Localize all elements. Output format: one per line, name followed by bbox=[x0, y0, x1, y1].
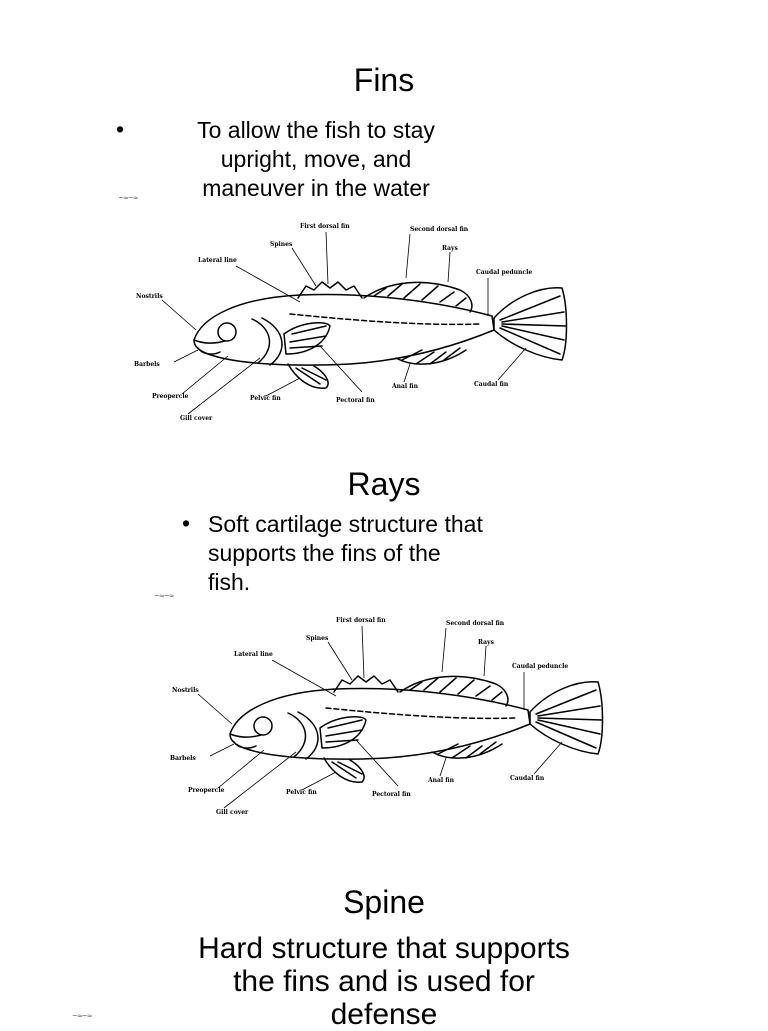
label-caudal-fin: Caudal fin bbox=[510, 775, 545, 782]
label-pectoral-fin: Pectoral fin bbox=[372, 791, 411, 798]
fins-title: Fins bbox=[353, 62, 415, 98]
rays-bullet: Soft cartilage structure that supports t… bbox=[208, 510, 568, 597]
label-anal-fin: Anal fin bbox=[427, 777, 455, 784]
fish-anatomy-svg: First dorsal fin Spines Lateral line Sec… bbox=[134, 223, 568, 422]
label-caudal-peduncle: Caudal peduncle bbox=[512, 663, 568, 670]
label-preopercle: Preopercle bbox=[152, 393, 189, 400]
fish-diagram-2: First dorsal fin Spines Lateral line Sec… bbox=[166, 612, 616, 827]
label-gill-cover: Gill cover bbox=[216, 809, 249, 816]
label-gill-cover: Gill cover bbox=[180, 415, 213, 422]
fins-bullet-line-2: upright, move, and bbox=[220, 146, 412, 172]
label-first-dorsal-fin: First dorsal fin bbox=[300, 223, 350, 230]
label-second-dorsal-fin: Second dorsal fin bbox=[410, 226, 469, 233]
label-nostrils: Nostrils bbox=[172, 687, 199, 694]
label-spines: Spines bbox=[306, 635, 329, 642]
label-rays: Rays bbox=[478, 639, 494, 646]
label-preopercle: Preopercle bbox=[188, 787, 225, 794]
fins-bullet: To allow the fish to stay upright, move,… bbox=[140, 116, 492, 203]
rays-bullet-line-1: Soft cartilage structure that bbox=[208, 511, 483, 537]
squiggle-mark: ~≈~≈ bbox=[118, 194, 138, 202]
label-lateral-line: Lateral line bbox=[198, 257, 237, 264]
label-pectoral-fin: Pectoral fin bbox=[336, 397, 375, 404]
label-nostrils: Nostrils bbox=[136, 293, 163, 300]
label-pelvic-fin: Pelvic fin bbox=[286, 789, 317, 796]
spine-text: Hard structure that supports the fins an… bbox=[0, 932, 768, 1031]
label-second-dorsal-fin: Second dorsal fin bbox=[446, 620, 505, 627]
bullet-dot: • bbox=[182, 510, 191, 536]
fins-bullet-line-3: maneuver in the water bbox=[202, 175, 430, 201]
spine-text-line-1: Hard structure that supports bbox=[198, 932, 570, 965]
label-pelvic-fin: Pelvic fin bbox=[250, 395, 281, 402]
label-first-dorsal-fin: First dorsal fin bbox=[336, 617, 386, 624]
rays-title: Rays bbox=[347, 466, 421, 502]
label-anal-fin: Anal fin bbox=[391, 383, 419, 390]
label-barbels: Barbels bbox=[170, 755, 196, 762]
spine-title: Spine bbox=[343, 884, 425, 920]
fish-anatomy-svg: First dorsal fin Spines Lateral line Sec… bbox=[170, 617, 604, 816]
label-caudal-fin: Caudal fin bbox=[474, 381, 509, 388]
label-barbels: Barbels bbox=[134, 361, 160, 368]
spine-text-line-2: the fins and is used for bbox=[233, 965, 535, 998]
fish-diagram-1: First dorsal fin Spines Lateral line Sec… bbox=[130, 218, 580, 433]
label-spines: Spines bbox=[270, 241, 293, 248]
label-lateral-line: Lateral line bbox=[234, 651, 273, 658]
rays-bullet-line-2: supports the fins of the bbox=[208, 540, 441, 566]
squiggle-mark: ~≈~≈ bbox=[154, 592, 174, 600]
rays-bullet-line-3: fish. bbox=[208, 569, 251, 595]
label-caudal-peduncle: Caudal peduncle bbox=[476, 269, 532, 276]
label-rays: Rays bbox=[442, 245, 458, 252]
bullet-dot: • bbox=[116, 116, 125, 142]
spine-text-line-3: defense bbox=[330, 998, 438, 1031]
fins-bullet-line-1: To allow the fish to stay bbox=[197, 117, 435, 143]
squiggle-mark: ~≈~≈ bbox=[72, 1012, 92, 1020]
